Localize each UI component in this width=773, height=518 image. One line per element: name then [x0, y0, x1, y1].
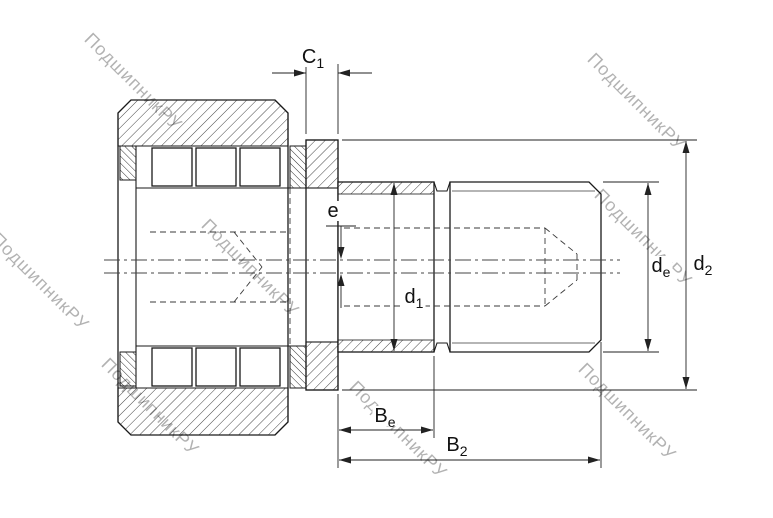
centerlines	[104, 259, 620, 274]
stud-head	[136, 187, 306, 347]
dim-d2	[342, 139, 697, 391]
dim-label-be: Be	[372, 405, 398, 430]
threaded-stud	[344, 181, 602, 353]
dim-label-b2: B2	[444, 434, 470, 459]
needle-rollers	[151, 147, 281, 387]
dim-d1	[390, 183, 398, 351]
end-washer	[119, 145, 137, 388]
thrust-washers	[289, 145, 307, 389]
dim-label-e: e	[325, 200, 341, 222]
dim-b2	[339, 342, 602, 468]
flange-collar	[305, 139, 339, 391]
dim-label-d1: d1	[402, 286, 426, 311]
dim-label-de: de	[649, 255, 673, 280]
stud-cylinder	[337, 181, 451, 353]
dim-e	[326, 225, 356, 308]
dim-label-c1: C1	[299, 46, 327, 71]
dim-label-d2: d2	[691, 253, 715, 278]
dim-c1	[272, 64, 372, 134]
dim-be	[337, 356, 435, 468]
dim-de	[603, 181, 659, 353]
